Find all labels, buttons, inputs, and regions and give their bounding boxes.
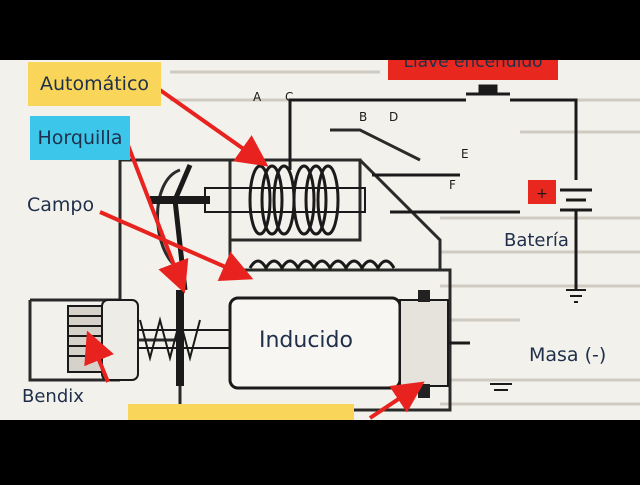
- letter-f: F: [449, 178, 456, 192]
- letter-b: B: [359, 110, 367, 124]
- label-bateria: Batería: [504, 230, 569, 251]
- plunger: [150, 187, 366, 213]
- battery-plus-box: [528, 180, 556, 204]
- label-campo: Campo: [27, 194, 95, 216]
- armature: [228, 290, 470, 398]
- callout-horquilla: Horquilla: [30, 116, 130, 160]
- label-bendix: Bendix: [22, 386, 84, 407]
- letter-d: D: [389, 110, 398, 124]
- letter-e: E: [461, 147, 469, 161]
- callout-llave-encendido: Llave encendido: [388, 60, 558, 80]
- callout-bottom: [128, 404, 354, 420]
- solenoid-coils: [248, 164, 340, 236]
- label-masa: Masa (-): [529, 344, 607, 366]
- arrow-horquilla: [124, 139, 189, 294]
- letter-c: C: [285, 90, 293, 104]
- arrow-bendix: [84, 330, 114, 383]
- battery-symbol: [560, 188, 592, 212]
- ground-symbol: [490, 289, 586, 391]
- label-automatico: Automático: [39, 73, 150, 95]
- label-llave-encendido: Llave encendido: [403, 60, 543, 72]
- pointer-arrows: [84, 88, 425, 420]
- arrow-bottom: [368, 381, 425, 420]
- battery-plus-sign: +: [536, 186, 548, 202]
- field-coil: [248, 259, 396, 272]
- arrow-automatico: [158, 88, 269, 167]
- callout-automatico: Automático: [28, 62, 161, 106]
- letter-a: A: [253, 90, 262, 104]
- wiring: [288, 84, 578, 290]
- label-horquilla: Horquilla: [37, 127, 123, 149]
- terminal-letters: A C B D E F: [253, 90, 469, 192]
- label-inducido: Inducido: [259, 328, 353, 353]
- arrow-campo: [99, 210, 254, 282]
